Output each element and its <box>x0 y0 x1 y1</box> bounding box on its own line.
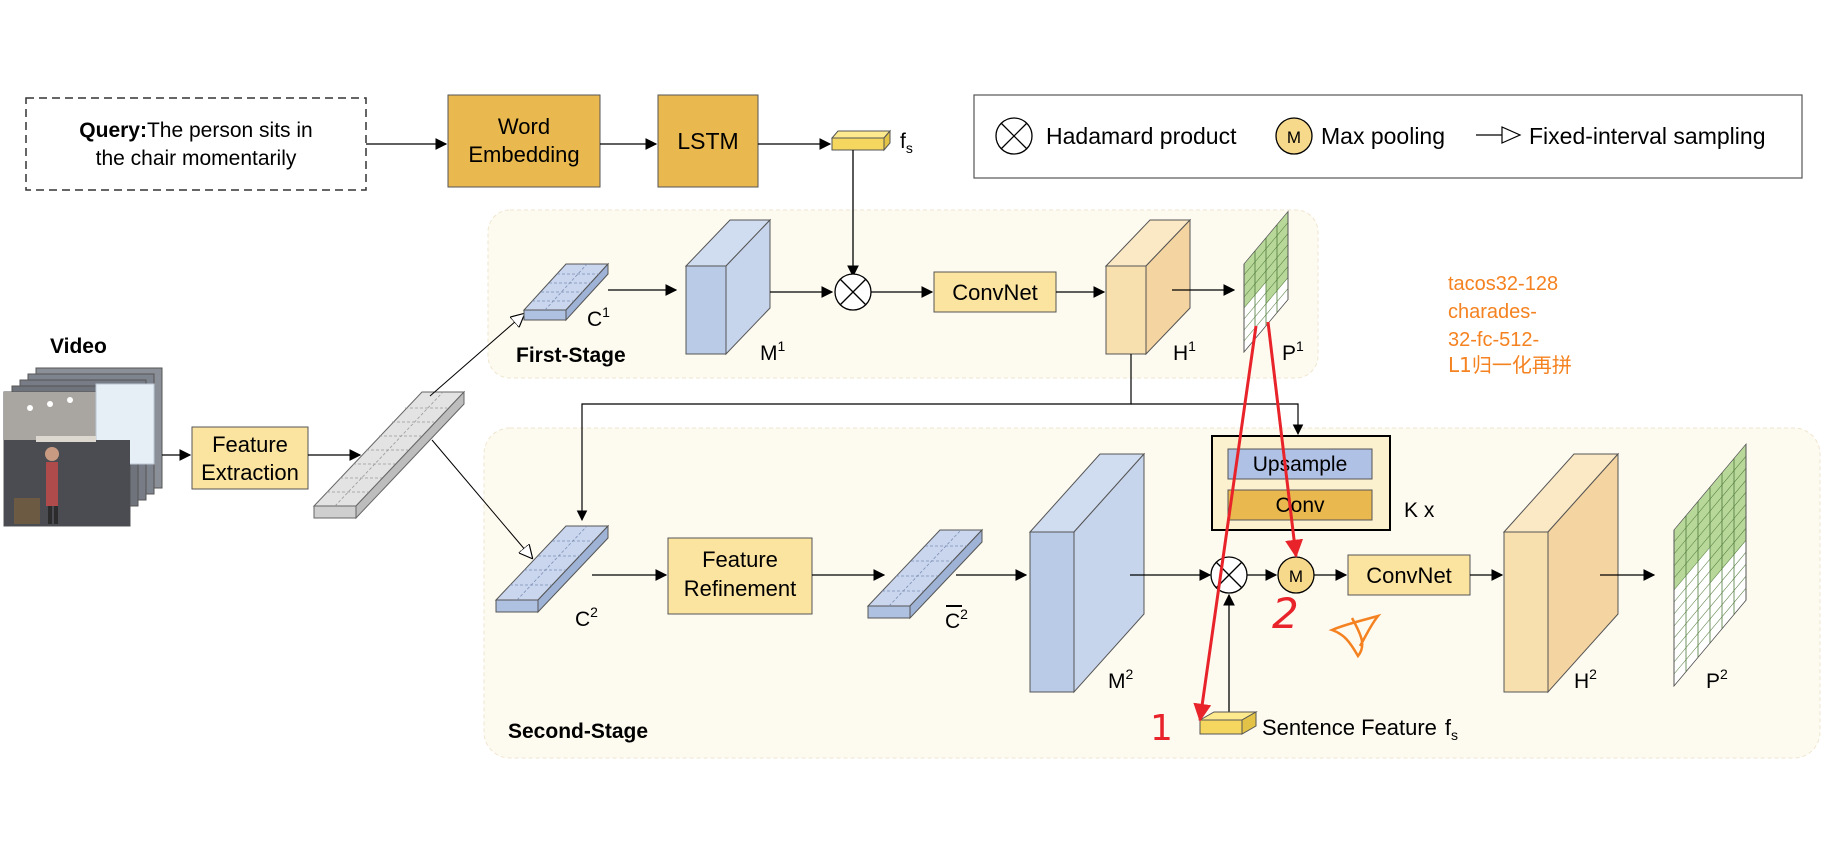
m1-block <box>684 218 772 356</box>
p2-label: P2 <box>1706 666 1728 693</box>
video-feature-sequence <box>312 390 466 520</box>
c2-label: C2 <box>575 604 598 631</box>
sentence-feature-top <box>830 129 892 152</box>
feature-extraction-block <box>191 426 309 490</box>
red-arrow-to-max-pooling <box>1266 321 1304 558</box>
video-frames <box>3 367 163 527</box>
feature-refinement-block <box>667 537 813 615</box>
upsample-block <box>1227 448 1373 480</box>
lstm-block <box>657 94 759 188</box>
feature-extraction-label-1: Feature <box>212 432 288 457</box>
c1-feature <box>522 262 610 322</box>
hadamard-2-icon <box>1210 556 1248 594</box>
legend-box <box>973 94 1803 179</box>
word-embedding-block <box>447 94 601 188</box>
second-stage-panel <box>483 427 1821 759</box>
lstm-label: LSTM <box>677 128 738 154</box>
first-stage-label: First-Stage <box>516 344 626 367</box>
query-line-1: Query:The person sits in <box>79 119 312 142</box>
query-line-2: the chair momentarily <box>96 147 297 170</box>
p1-map <box>1243 210 1289 354</box>
legend-maxpool: Max pooling <box>1321 123 1445 149</box>
second-stage-label: Second-Stage <box>508 720 648 743</box>
feature-refinement-label-2: Refinement <box>684 576 797 601</box>
conv-label: Conv <box>1275 494 1325 517</box>
note-line-2: charades- <box>1448 301 1537 323</box>
red-arrow-to-sentence-feature <box>1193 325 1258 722</box>
m2-block <box>1028 452 1146 694</box>
word-embedding-label-1: Word <box>498 114 550 139</box>
c2-feature <box>494 524 610 614</box>
open-arrow-icon <box>1476 126 1522 144</box>
legend-max-symbol: M <box>1287 128 1301 147</box>
fs-top-label: fs <box>900 130 913 156</box>
conv-block <box>1227 489 1373 521</box>
p2-map <box>1673 443 1747 688</box>
query-box <box>25 97 367 191</box>
max-pooling-node-symbol: M <box>1289 567 1303 586</box>
video-label: Video <box>50 335 107 358</box>
feature-refinement-label-1: Feature <box>702 547 778 572</box>
legend-sampling: Fixed-interval sampling <box>1529 123 1765 149</box>
c1-label: C1 <box>587 304 610 331</box>
m1-label: M1 <box>760 338 786 365</box>
handwritten-star-scribble <box>1328 613 1382 659</box>
word-embedding-label-2: Embedding <box>468 142 579 167</box>
kx-label: K x <box>1404 499 1435 522</box>
feature-extraction-label-2: Extraction <box>201 460 299 485</box>
hadamard-1-icon <box>834 273 872 311</box>
h2-block <box>1502 452 1620 694</box>
c2-bar-label: C2 <box>945 606 968 633</box>
h1-block <box>1104 218 1192 356</box>
m2-label: M2 <box>1108 666 1134 693</box>
convnet-1-label: ConvNet <box>952 280 1038 305</box>
c2-refined-feature <box>866 528 984 620</box>
note-line-1: tacos32-128 <box>1448 273 1558 295</box>
note-line-3: 32-fc-512- <box>1448 329 1539 351</box>
upsample-label: Upsample <box>1253 453 1348 476</box>
h2-label: H2 <box>1574 666 1597 693</box>
hadamard-icon <box>995 117 1033 155</box>
handwritten-mark-2: 2 <box>1272 589 1299 638</box>
note-line-4: L1归一化再拼 <box>1448 353 1572 377</box>
legend-hadamard: Hadamard product <box>1046 123 1237 149</box>
sentence-feature-bottom <box>1198 711 1258 735</box>
h1-label: H1 <box>1173 338 1196 365</box>
handwritten-mark-1: 1 <box>1150 708 1173 749</box>
convnet-2-block <box>1347 554 1471 596</box>
max-pooling-icon <box>1275 117 1313 155</box>
convnet-2-label: ConvNet <box>1366 563 1452 588</box>
convnet-1-block <box>933 271 1057 313</box>
p1-label: P1 <box>1282 338 1304 365</box>
